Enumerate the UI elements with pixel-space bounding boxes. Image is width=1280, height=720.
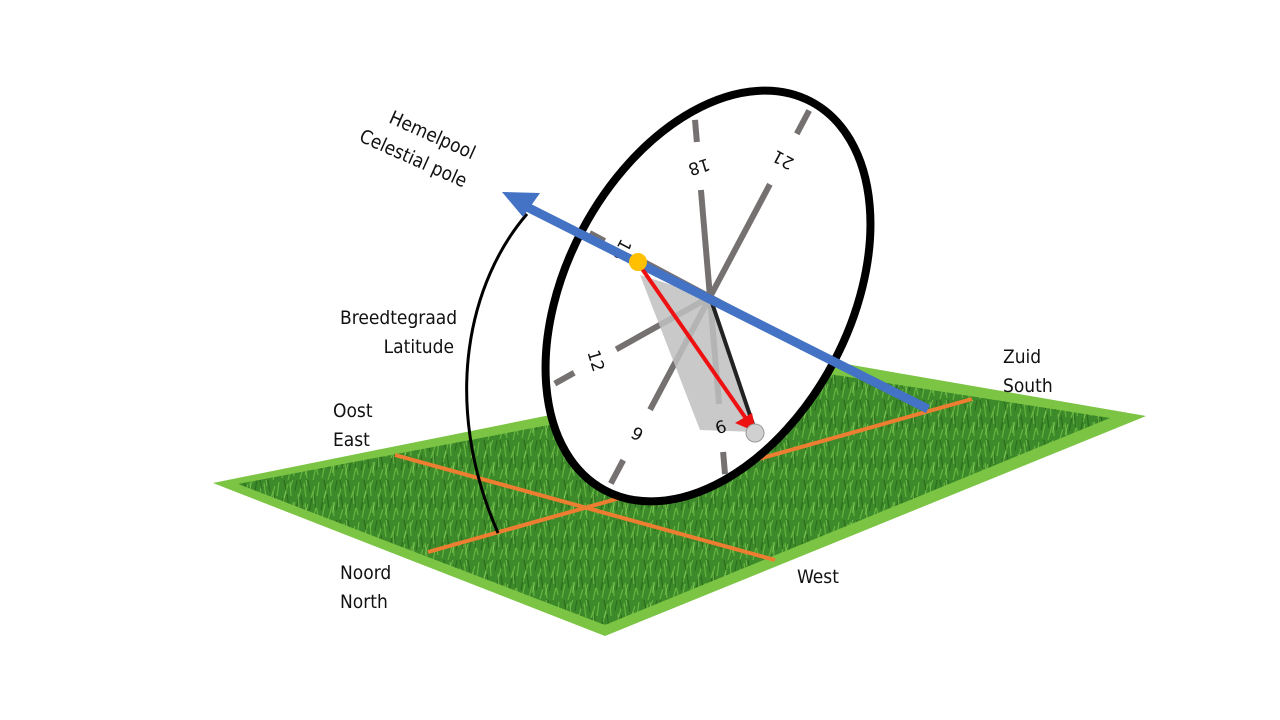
hour-line-18 <box>697 189 713 298</box>
hour-tick-12 <box>553 370 576 387</box>
east-label-en: East <box>333 429 370 451</box>
hour-tick-18 <box>692 119 700 143</box>
hour-tick-21 <box>794 109 812 136</box>
latitude-label-en: Latitude <box>383 336 454 358</box>
sun-ray-line <box>636 261 749 422</box>
polar-axis-arrowhead <box>502 192 540 217</box>
latitude-label: Breedtegraad Latitude <box>340 304 458 362</box>
south-label-nl: Zuid <box>1003 346 1042 368</box>
west-label: West <box>797 563 839 592</box>
polar-axis-line <box>524 202 931 414</box>
north-label-nl: Noord <box>340 562 392 584</box>
latitude-label-nl: Breedtegraad <box>340 307 458 329</box>
polar-axis <box>502 192 931 414</box>
hour-line-21 <box>707 182 773 299</box>
south-label-en: South <box>1003 375 1053 397</box>
shadow-point <box>745 423 765 443</box>
shadow-edge <box>708 296 757 431</box>
east-label-nl: Oost <box>333 400 373 422</box>
south-label: Zuid South <box>1003 343 1053 401</box>
sun-icon <box>629 253 647 271</box>
hour-tick-15 <box>588 230 607 244</box>
west-label-text: West <box>797 566 839 588</box>
latitude-arc <box>465 213 529 534</box>
hour-tick-9 <box>608 458 626 485</box>
north-label-en: North <box>340 591 388 613</box>
east-label: Oost East <box>333 397 373 455</box>
hour-tick-6 <box>720 451 728 475</box>
north-label: Noord North <box>340 559 391 617</box>
